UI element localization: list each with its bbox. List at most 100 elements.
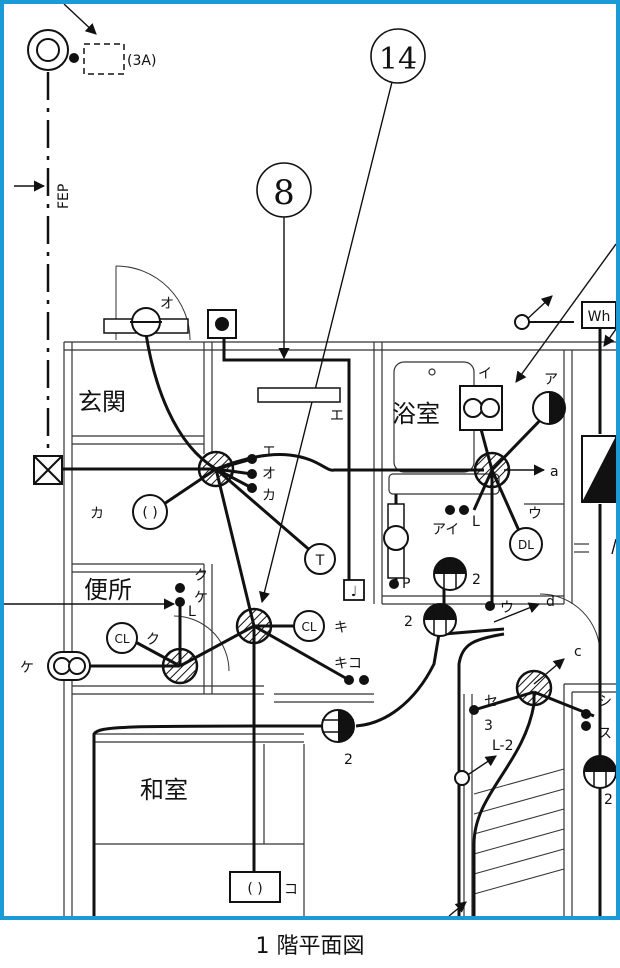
label-2-right: 2 bbox=[604, 792, 613, 808]
label-l-bath: L bbox=[472, 514, 480, 530]
bracket-light-o-icon bbox=[103, 307, 189, 337]
label-d: d bbox=[546, 594, 555, 610]
switch-a-icon bbox=[445, 505, 455, 515]
switch-u-icon bbox=[485, 601, 495, 611]
outdoor-switch-icon bbox=[514, 314, 530, 330]
label-a: ア bbox=[544, 372, 558, 388]
room-washitsu: 和室 bbox=[140, 776, 188, 804]
outdoor-light-icon bbox=[27, 29, 69, 71]
label-wh: Wh bbox=[588, 309, 611, 325]
callout-8: 8 bbox=[256, 162, 312, 218]
switch-ka-icon bbox=[247, 483, 257, 493]
switch-ke-icon bbox=[175, 597, 185, 607]
joint-box-c-icon bbox=[515, 669, 553, 707]
floor-plan: 8 14 (3A) FEP オ エ エ オ カ ( ) bbox=[4, 4, 616, 916]
joint-box-1-icon bbox=[197, 450, 235, 488]
pull-switch-l2-icon bbox=[454, 770, 470, 786]
label-o: オ bbox=[160, 296, 174, 312]
label-ka-outer: カ bbox=[90, 506, 104, 522]
label-2-bath-lower: 2 bbox=[404, 614, 413, 630]
label-3: 3 bbox=[484, 718, 493, 734]
downlight-icon bbox=[509, 527, 543, 561]
drawing-frame: 8 14 (3A) FEP オ エ エ オ カ ( ) bbox=[0, 0, 620, 920]
label-ko: コ bbox=[284, 882, 298, 898]
fluorescent-light-e bbox=[257, 387, 341, 403]
switch-i-icon bbox=[459, 505, 469, 515]
label-ai: アイ bbox=[432, 522, 459, 538]
switch-dot-icon bbox=[69, 53, 79, 63]
switch-ku-icon bbox=[175, 583, 185, 593]
label-e2: エ bbox=[262, 444, 276, 460]
switch-o-icon bbox=[247, 469, 257, 479]
outlet-ko-icon bbox=[229, 871, 281, 903]
label-2-bath-upper: 2 bbox=[472, 572, 481, 588]
callout-14-number: 14 bbox=[379, 42, 417, 77]
callout-14: 14 bbox=[370, 28, 426, 84]
junction-box-icon bbox=[33, 455, 63, 485]
label-cl-ku: CL bbox=[114, 632, 129, 646]
label-o2: オ bbox=[262, 466, 276, 482]
label-c: c bbox=[574, 644, 582, 660]
label-ku: ク bbox=[194, 568, 208, 584]
label-u: ウ bbox=[528, 506, 542, 522]
outlet-2-washitsu-icon bbox=[321, 709, 355, 743]
svg-text:♩: ♩ bbox=[351, 584, 358, 600]
outlet-2-bath-upper-icon bbox=[433, 557, 467, 591]
label-a-line: a bbox=[550, 464, 559, 480]
parens-ko: ( ) bbox=[247, 881, 262, 897]
label-t: T bbox=[315, 553, 325, 569]
label-i: イ bbox=[478, 366, 492, 382]
room-benjo: 便所 bbox=[84, 576, 132, 604]
label-dl: DL bbox=[518, 538, 534, 552]
bracket-light-a-icon bbox=[532, 391, 566, 425]
figure-caption: 1 階平面図 bbox=[255, 934, 365, 959]
fep-label: FEP bbox=[56, 184, 72, 209]
label-shi: シ bbox=[598, 694, 612, 710]
outlet-2-right-icon bbox=[583, 755, 616, 789]
switch-ko-icon bbox=[359, 675, 369, 685]
doorbell-icon bbox=[207, 309, 237, 339]
label-ki: キ bbox=[334, 620, 348, 636]
ceiling-light-ku-icon bbox=[106, 622, 138, 654]
ceiling-light-ka-icon bbox=[132, 494, 168, 530]
joint-box-toilet-icon bbox=[161, 647, 199, 685]
watt-hour-meter-icon bbox=[581, 301, 616, 329]
wall-light-p-icon bbox=[383, 503, 409, 589]
chime-icon: ♩ bbox=[343, 579, 365, 601]
stair-steps bbox=[473, 768, 565, 895]
label-u2: ウ bbox=[500, 600, 514, 616]
label-ke2: ケ bbox=[20, 660, 34, 676]
breaker-box bbox=[83, 43, 125, 75]
distribution-board-icon bbox=[581, 435, 616, 503]
transformer-t-icon bbox=[304, 543, 336, 575]
switch-ki-icon bbox=[344, 675, 354, 685]
room-genkan: 玄関 bbox=[78, 388, 126, 416]
ventilation-fan-ke-icon bbox=[47, 651, 91, 681]
wiring bbox=[46, 72, 602, 916]
label-kiko: キコ bbox=[334, 656, 362, 672]
label-e: エ bbox=[330, 408, 344, 424]
parens-ka: ( ) bbox=[142, 505, 157, 521]
label-l-toilet: L bbox=[188, 604, 196, 620]
outlet-2-bath-lower-icon bbox=[423, 603, 457, 637]
label-l2: L-2 bbox=[492, 738, 514, 754]
label-se: セ bbox=[484, 694, 498, 710]
label-su: ス bbox=[598, 726, 612, 742]
label-ke: ケ bbox=[194, 590, 208, 606]
label-ku2: ク bbox=[146, 632, 160, 648]
switch-e-icon bbox=[247, 454, 257, 464]
label-cl-ki: CL bbox=[301, 620, 316, 634]
room-yokushitsu: 浴室 bbox=[392, 400, 440, 428]
ventilation-fan-i-icon bbox=[459, 385, 503, 431]
switch-su-icon bbox=[581, 721, 591, 731]
joint-box-bath-icon bbox=[473, 451, 511, 489]
label-2-washitsu: 2 bbox=[344, 752, 353, 768]
breaker-label: (3A) bbox=[127, 53, 156, 69]
label-p: P bbox=[402, 576, 410, 592]
label-ka: カ bbox=[262, 488, 276, 504]
joint-box-2-icon bbox=[235, 607, 273, 645]
switch-se-icon bbox=[469, 705, 479, 715]
switch-shi-icon bbox=[581, 709, 591, 719]
callout-8-number: 8 bbox=[273, 173, 295, 213]
ceiling-light-ki-icon bbox=[293, 610, 325, 642]
